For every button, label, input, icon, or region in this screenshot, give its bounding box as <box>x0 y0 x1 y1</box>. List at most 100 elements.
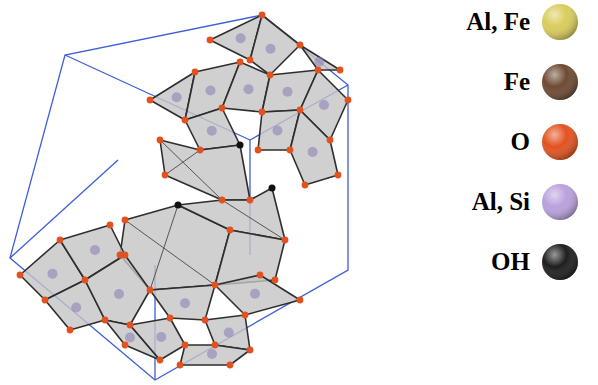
cation-sites <box>48 33 330 359</box>
polyhedra <box>20 15 348 365</box>
oxygen-atom <box>122 342 129 349</box>
oxygen-atom <box>237 59 244 66</box>
oxygen-atom <box>247 57 254 64</box>
oxygen-atom <box>227 227 234 234</box>
legend-swatch <box>540 182 580 222</box>
tetrahedron <box>185 108 240 150</box>
cation-atom <box>273 126 283 136</box>
legend-row: Al, Si <box>380 180 580 224</box>
cation-atom <box>156 332 166 342</box>
cation-atom <box>207 126 217 136</box>
cation-atom <box>48 269 58 279</box>
tetrahedron <box>300 45 340 70</box>
octahedra-edges <box>125 140 285 290</box>
legend-label: OH <box>491 248 530 276</box>
cation-atom <box>314 57 324 67</box>
legend-label: O <box>511 128 530 156</box>
tetrahedron <box>290 110 338 185</box>
oxygen-atom <box>335 172 342 179</box>
unit-cell <box>10 15 348 380</box>
legend-swatch <box>540 122 580 162</box>
oxygen-atom <box>327 137 334 144</box>
oxygen-atom <box>157 357 164 364</box>
oxygen-atom <box>122 217 129 224</box>
cation-atom <box>180 298 190 308</box>
oxygen-atom <box>162 172 169 179</box>
oxygen-atom <box>337 67 344 74</box>
oxygen-atom <box>127 322 134 329</box>
oxygen-atom <box>219 197 226 204</box>
oxygen-atom <box>17 272 24 279</box>
oxygen-atom <box>247 347 254 354</box>
cation-atom <box>207 349 217 359</box>
legend-row: O <box>380 120 580 164</box>
oxygen-atom <box>197 147 204 154</box>
cation-atom <box>114 289 124 299</box>
oxygen-atom <box>219 105 226 112</box>
cation-atom <box>236 33 246 43</box>
cation-atom <box>125 333 135 343</box>
oxygen-atom <box>182 342 189 349</box>
oxygen-atom <box>67 327 74 334</box>
oxygen-atom <box>57 237 64 244</box>
legend-row: Fe <box>380 60 580 104</box>
oxygen-atom <box>345 97 352 104</box>
oxygen-atom <box>122 252 129 259</box>
oxygen-atom <box>192 69 199 76</box>
oxygen-atom <box>297 107 304 114</box>
legend-swatch <box>540 62 580 102</box>
tetrahedron <box>205 315 250 350</box>
oxygen-atom <box>102 317 109 324</box>
legend-label: Al, Fe <box>466 8 530 36</box>
legend-row: Al, Fe <box>380 0 580 44</box>
hydroxyl-atoms <box>175 142 276 209</box>
oxygen-atom <box>302 182 309 189</box>
cation-atom <box>244 84 254 94</box>
oxygen-atom <box>167 315 174 322</box>
oxygen-atom <box>227 362 234 369</box>
cation-atom <box>90 245 100 255</box>
tetrahedron <box>85 255 150 325</box>
oxygen-atom <box>259 109 266 116</box>
tetrahedron <box>150 285 215 320</box>
cation-atom <box>319 100 329 110</box>
legend-swatch <box>540 2 580 42</box>
oxygen-atom <box>182 117 189 124</box>
oxygen-atom <box>297 297 304 304</box>
oxygen-atom <box>287 147 294 154</box>
tetrahedron <box>130 318 185 360</box>
oxygen-atom <box>42 297 49 304</box>
oxygen-atom <box>157 137 164 144</box>
oxygen-atoms <box>17 12 352 369</box>
oxygen-atom <box>212 342 219 349</box>
oxygen-atom <box>147 97 154 104</box>
oxygen-atom <box>315 67 322 74</box>
oxygen-atom <box>207 37 214 44</box>
oxygen-atom <box>202 317 209 324</box>
oxygen-atom <box>259 12 266 19</box>
oxygen-atom <box>177 362 184 369</box>
oxygen-atom <box>282 237 289 244</box>
oxygen-atom <box>147 287 154 294</box>
cation-atom <box>266 44 276 54</box>
oxygen-atom <box>212 282 219 289</box>
octahedron <box>178 188 285 240</box>
oxygen-atom <box>242 312 249 319</box>
oxygen-atom <box>272 277 279 284</box>
oxygen-atom <box>247 197 254 204</box>
oxygen-atom <box>107 222 114 229</box>
cation-atom <box>172 92 182 102</box>
legend-row: OH <box>380 240 580 284</box>
legend: Al, Fe FeO Al, Si OH <box>380 0 598 385</box>
oxygen-atom <box>255 147 262 154</box>
cation-atom <box>71 303 81 313</box>
tetrahedron <box>222 62 270 112</box>
oxygen-atom <box>257 272 264 279</box>
cation-atom <box>206 86 216 96</box>
cation-atom <box>283 87 293 97</box>
tetrahedron <box>215 275 300 315</box>
tetrahedron <box>250 15 300 75</box>
oxygen-atom <box>297 42 304 49</box>
cation-atom <box>308 147 318 157</box>
legend-label: Fe <box>504 68 530 96</box>
